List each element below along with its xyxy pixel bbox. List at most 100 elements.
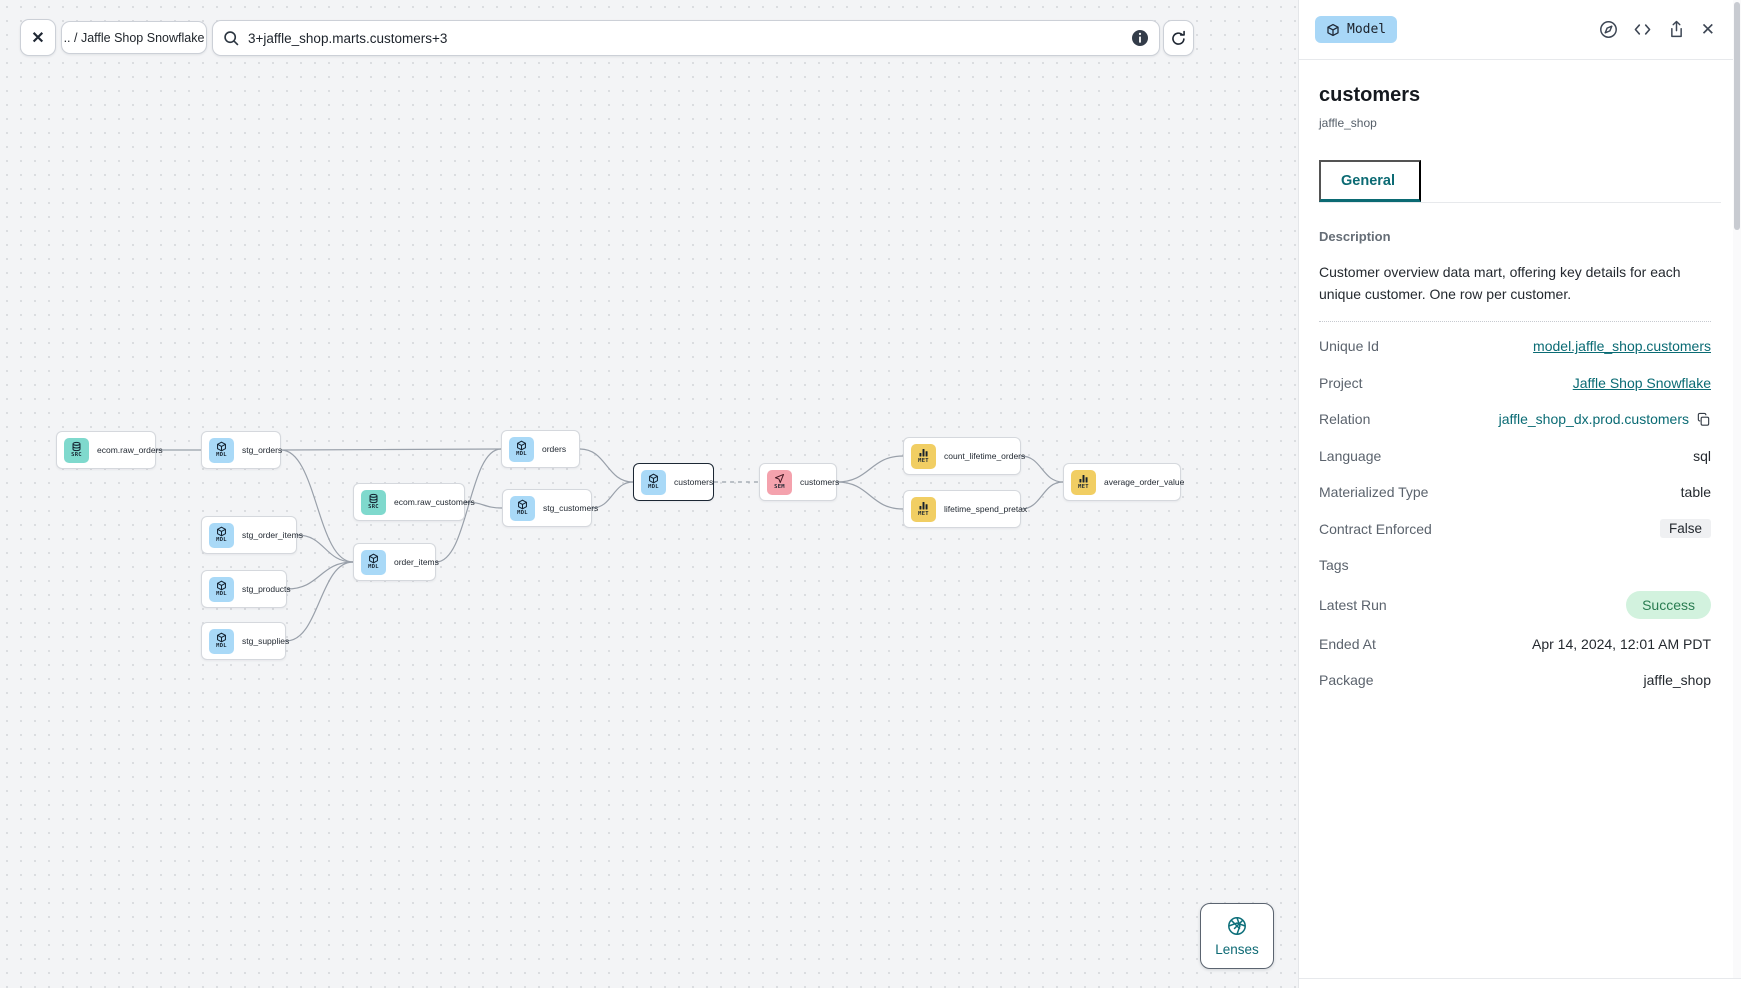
field-label: Unique Id bbox=[1319, 338, 1379, 355]
cube-icon: MDL bbox=[510, 495, 535, 521]
panel-footer bbox=[1299, 978, 1741, 988]
graph-node-stg_supplies[interactable]: MDL stg_supplies bbox=[201, 622, 290, 660]
metric-icon: MET bbox=[911, 443, 936, 469]
explore-compass-icon[interactable] bbox=[1599, 20, 1618, 39]
field-label: Latest Run bbox=[1319, 596, 1387, 613]
graph-node-order_items[interactable]: MDL order_items bbox=[353, 543, 439, 581]
edge-lifetime_spend_pretax-to-average_order_value bbox=[1020, 481, 1064, 510]
refresh-button[interactable] bbox=[1163, 20, 1194, 56]
lineage-search[interactable] bbox=[212, 20, 1160, 56]
details-panel: Model ✕ bbox=[1298, 0, 1741, 988]
node-label: lifetime_spend_pretax bbox=[944, 504, 1028, 514]
model-subtitle: jaffle_shop bbox=[1319, 116, 1377, 130]
field-value-link[interactable]: model.jaffle_shop.customers bbox=[1533, 338, 1711, 355]
field-value: Success bbox=[1626, 590, 1711, 619]
panel-header: Model ✕ bbox=[1299, 0, 1741, 60]
database-icon: SRC bbox=[361, 489, 386, 515]
field-row-latest-run: Latest Run Success bbox=[1319, 584, 1711, 626]
graph-node-raw_orders[interactable]: SRC ecom.raw_orders bbox=[56, 431, 163, 469]
cube-icon: MDL bbox=[361, 549, 386, 575]
database-icon: SRC bbox=[64, 437, 89, 463]
cube-icon: MDL bbox=[209, 576, 234, 602]
cube-icon: MDL bbox=[209, 437, 234, 463]
edge-count_lifetime_orders-to-average_order_value bbox=[1020, 455, 1064, 483]
field-value: Apr 14, 2024, 12:01 AM PDT bbox=[1532, 635, 1711, 652]
field-label: Package bbox=[1319, 672, 1374, 689]
scrollbar-thumb[interactable] bbox=[1734, 2, 1740, 230]
field-value: False bbox=[1659, 519, 1711, 539]
node-label: stg_customers bbox=[543, 503, 599, 513]
cube-icon bbox=[1326, 23, 1340, 37]
node-label: ecom.raw_orders bbox=[97, 445, 163, 455]
breadcrumb[interactable]: .. / Jaffle Shop Snowflake bbox=[61, 21, 207, 54]
field-label: Materialized Type bbox=[1319, 484, 1429, 501]
field-value: sql bbox=[1693, 447, 1711, 464]
field-row-tags: Tags bbox=[1319, 547, 1711, 584]
close-lineage-button[interactable]: ✕ bbox=[20, 19, 56, 56]
lenses-icon bbox=[1226, 915, 1248, 937]
graph-node-raw_customers[interactable]: SRC ecom.raw_customers bbox=[353, 483, 475, 521]
edge-customers_sem-to-lifetime_spend_pretax bbox=[836, 481, 904, 510]
edge-stg_orders-to-orders bbox=[280, 448, 502, 451]
edge-stg_order_items-to-order_items bbox=[296, 534, 354, 563]
share-icon[interactable] bbox=[1667, 20, 1686, 39]
field-row-ended-at: Ended At Apr 14, 2024, 12:01 AM PDT bbox=[1319, 626, 1711, 663]
field-row-project: Project Jaffle Shop Snowflake bbox=[1319, 365, 1711, 402]
cube-icon: MDL bbox=[209, 628, 234, 654]
contract-chip: False bbox=[1659, 519, 1711, 539]
semantic-icon: SEM bbox=[767, 469, 792, 495]
node-label: average_order_value bbox=[1104, 477, 1185, 487]
field-value: Jaffle Shop Snowflake bbox=[1573, 375, 1711, 391]
lenses-button[interactable]: Lenses bbox=[1200, 903, 1274, 969]
cube-icon: MDL bbox=[641, 469, 666, 495]
graph-node-stg_customers[interactable]: MDL stg_customers bbox=[502, 489, 598, 527]
cube-icon: MDL bbox=[209, 522, 234, 548]
node-label: stg_order_items bbox=[242, 530, 303, 540]
edge-customers_sem-to-count_lifetime_orders bbox=[836, 455, 904, 483]
field-label: Project bbox=[1319, 374, 1363, 391]
status-badge[interactable]: Success bbox=[1626, 590, 1711, 619]
graph-node-stg_orders[interactable]: MDL stg_orders bbox=[201, 431, 283, 469]
tab-general[interactable]: General bbox=[1319, 160, 1421, 202]
cube-icon: MDL bbox=[509, 436, 534, 462]
field-label: Tags bbox=[1319, 557, 1349, 574]
node-label: stg_supplies bbox=[242, 636, 290, 646]
close-icon: ✕ bbox=[31, 29, 45, 47]
search-input[interactable] bbox=[248, 30, 1123, 46]
refresh-icon bbox=[1170, 30, 1187, 47]
panel-tabs: General bbox=[1319, 160, 1721, 203]
close-panel-icon[interactable]: ✕ bbox=[1700, 20, 1715, 39]
badge-label: Model bbox=[1347, 22, 1387, 37]
graph-node-stg_order_items[interactable]: MDL stg_order_items bbox=[201, 516, 303, 554]
field-label: Ended At bbox=[1319, 635, 1376, 652]
field-value: jaffle_shop_dx.prod.customers bbox=[1499, 411, 1711, 427]
breadcrumb-label: .. / Jaffle Shop Snowflake bbox=[63, 30, 205, 45]
search-icon bbox=[223, 30, 240, 47]
node-label: stg_orders bbox=[242, 445, 283, 455]
node-label: ecom.raw_customers bbox=[394, 497, 475, 507]
relation-value: jaffle_shop_dx.prod.customers bbox=[1498, 411, 1689, 428]
field-value-link[interactable]: Jaffle Shop Snowflake bbox=[1572, 374, 1711, 391]
code-icon[interactable] bbox=[1633, 20, 1652, 39]
edge-stg_products-to-order_items bbox=[286, 561, 354, 590]
edge-orders-to-customers bbox=[579, 448, 634, 483]
info-icon[interactable] bbox=[1131, 29, 1149, 47]
copy-icon[interactable] bbox=[1696, 412, 1711, 427]
edge-stg_supplies-to-order_items bbox=[285, 561, 354, 642]
model-title: customers bbox=[1319, 84, 1421, 106]
panel-scrollbar[interactable] bbox=[1733, 0, 1741, 988]
node-label: order_items bbox=[394, 557, 439, 567]
